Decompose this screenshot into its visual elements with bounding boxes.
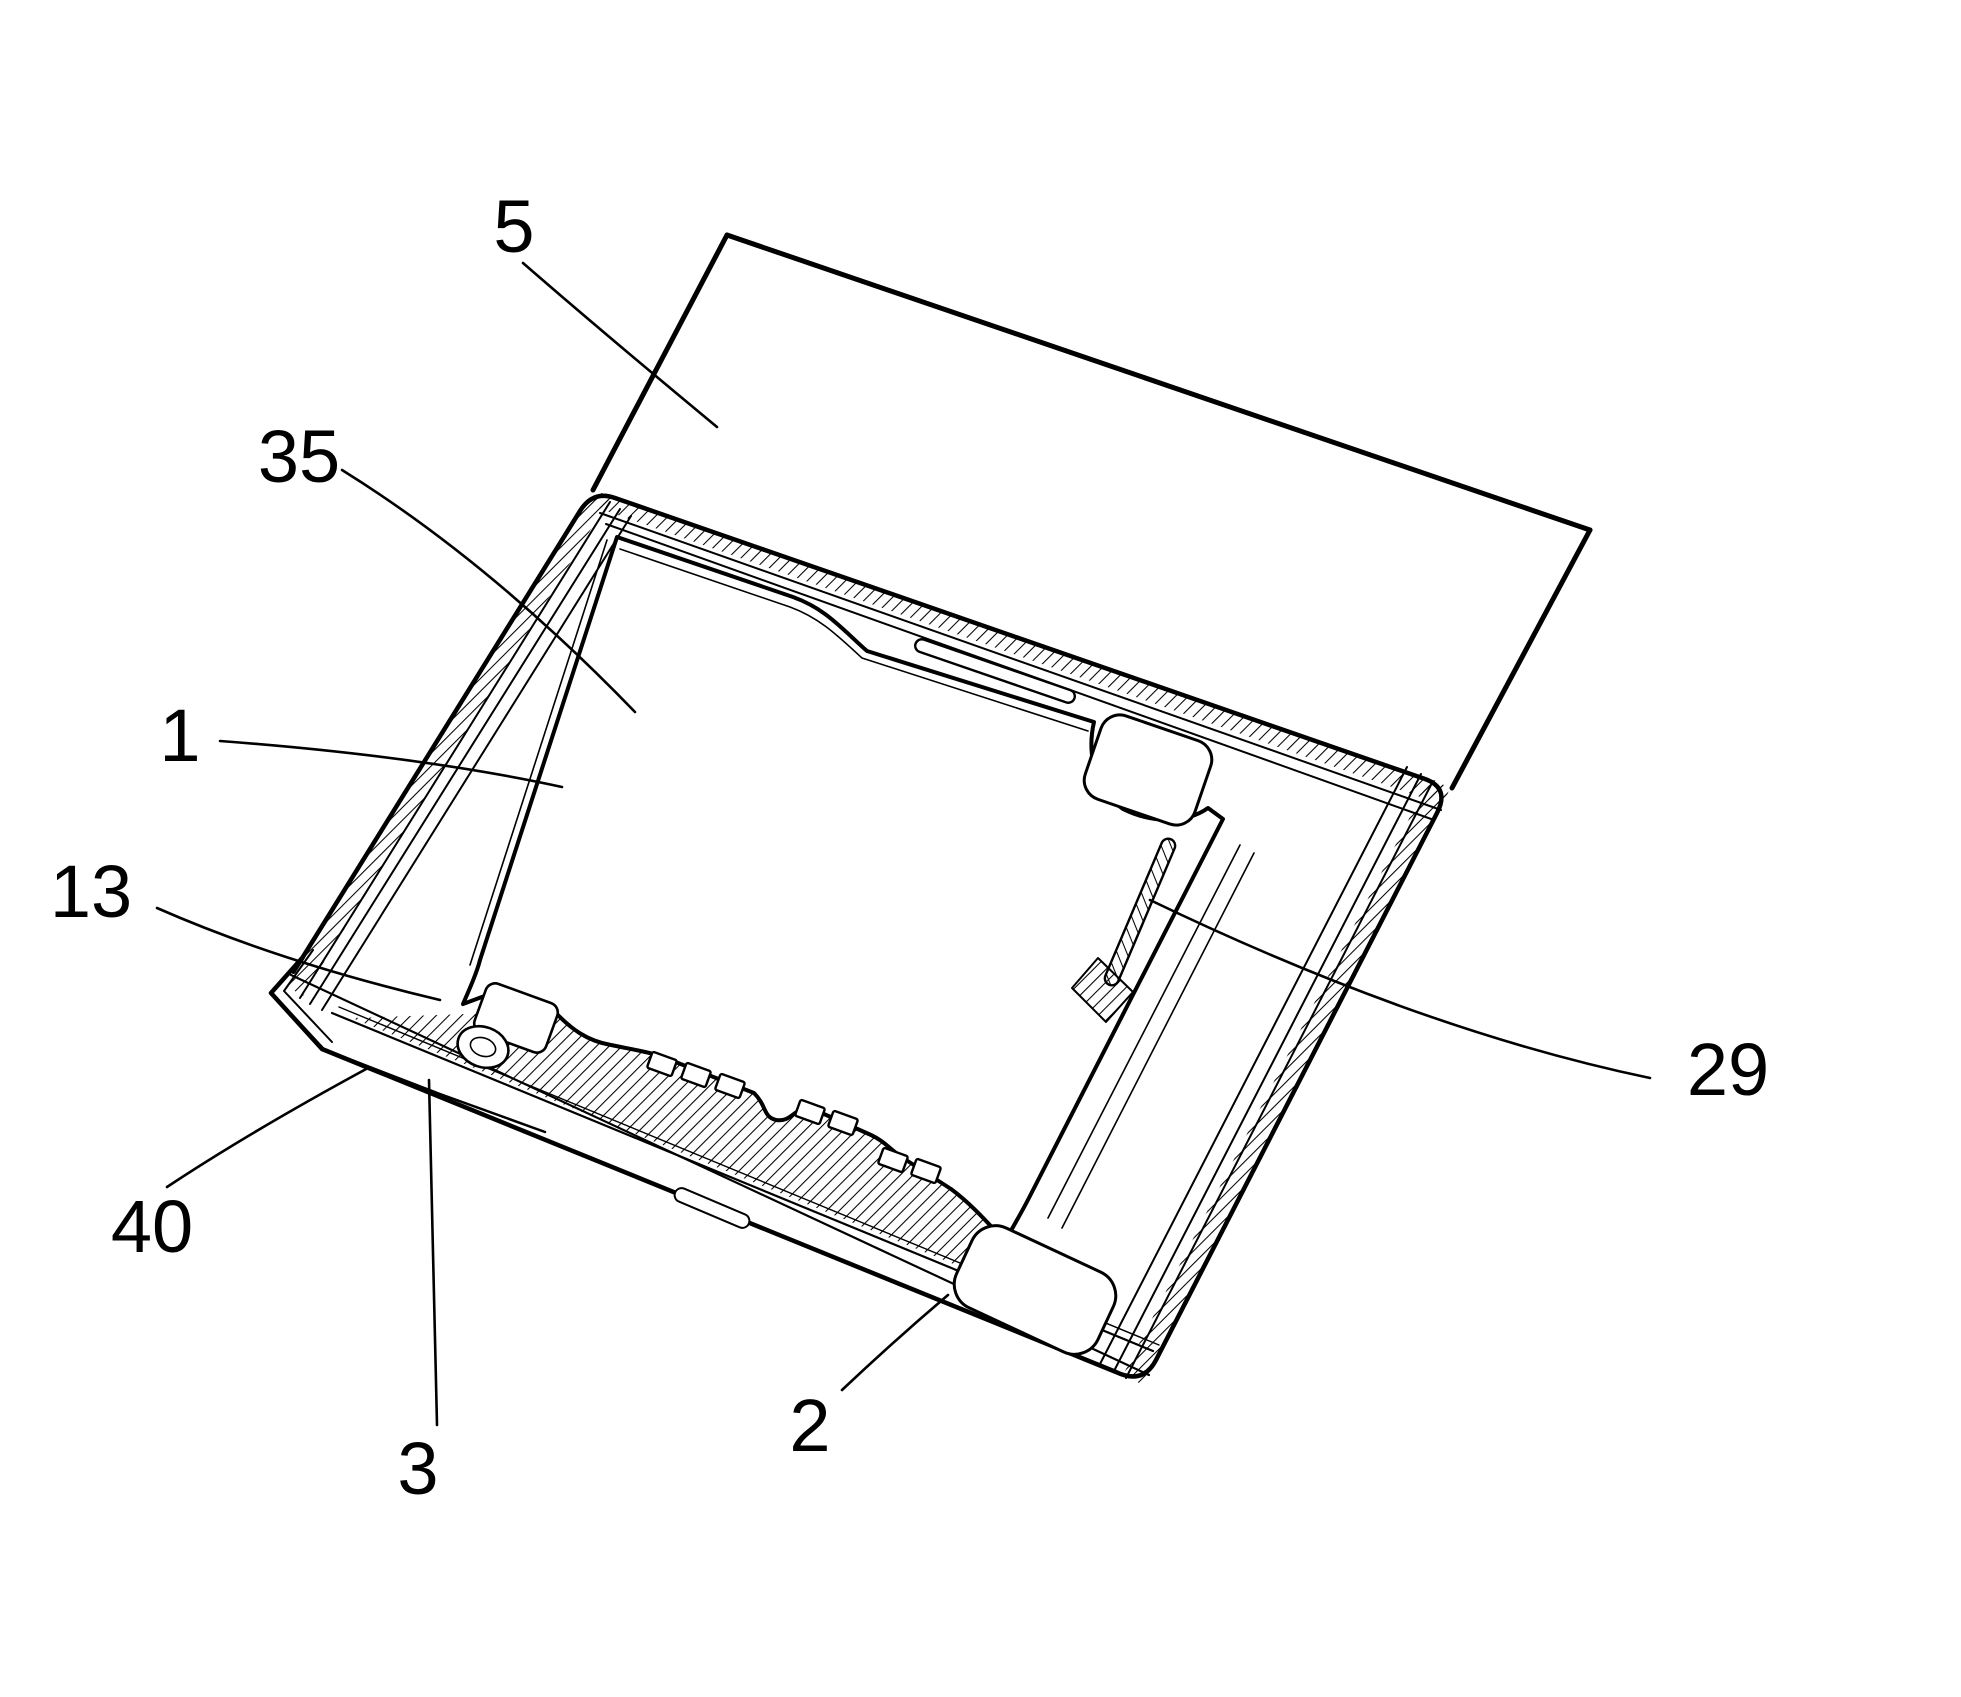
face-top-companion-line [619, 548, 1089, 732]
pocket-top-right [1082, 713, 1214, 827]
window-cutout [794, 1098, 826, 1126]
flange-slit [673, 1187, 751, 1229]
corner-boss-inner [469, 1036, 497, 1058]
rim-inner-line-right-2 [1113, 773, 1422, 1372]
leader-line-3 [427, 1078, 439, 1427]
pocket-bottom-right [952, 1224, 1118, 1356]
reference-annotations: 5 35 1 13 40 3 2 29 [50, 185, 1769, 1510]
rim-inner-line-left-3 [321, 515, 632, 1011]
channel-bridge [1071, 957, 1134, 1023]
leader-line-35 [340, 468, 637, 714]
corner-step-edge [321, 1047, 547, 1134]
ref-label-5: 5 [493, 185, 534, 268]
rim-inner-line-right-1 [1125, 780, 1434, 1379]
corner-chamfer-outer [269, 955, 325, 1051]
sheet-top-edge [724, 232, 1593, 533]
window-cutout [714, 1072, 746, 1100]
leader-line-2 [840, 1293, 950, 1392]
leader-line-1 [218, 739, 564, 789]
leader-line-40 [165, 1066, 370, 1189]
corner-boss [456, 1024, 510, 1070]
window-cutout [910, 1157, 942, 1185]
window-cutouts [646, 1050, 942, 1185]
window-cutout [827, 1109, 859, 1137]
sheet-right-edge [1449, 527, 1593, 791]
wave-wall [352, 1011, 1022, 1292]
ref-label-3: 3 [397, 1427, 438, 1510]
rim-inner-line-left-1 [299, 501, 611, 999]
rim-hatch-left [285, 490, 609, 996]
lidding-sheet-5 [590, 232, 1593, 791]
ref-label-1: 1 [159, 694, 200, 777]
channel-floor-line [1061, 852, 1255, 1229]
ref-label-35: 35 [258, 415, 340, 498]
leader-line-5 [521, 261, 719, 429]
window-cutout [680, 1061, 712, 1089]
main-face [456, 535, 1255, 1356]
leader-line-13 [155, 906, 442, 1002]
top-slit [914, 638, 1076, 704]
window-cutout [646, 1050, 678, 1078]
ref-label-40: 40 [111, 1185, 193, 1268]
ref-label-2: 2 [789, 1384, 830, 1467]
ref-label-29: 29 [1687, 1028, 1769, 1111]
window-cutout [877, 1146, 909, 1174]
face-left-companion-line [469, 539, 608, 966]
rim-hatch-top [593, 490, 1450, 805]
leader-line-29 [1148, 898, 1652, 1080]
rim-inner-line-right-3 [1099, 766, 1408, 1365]
ref-label-13: 13 [50, 850, 132, 933]
sheet-left-edge [590, 232, 730, 493]
rim-inner-line-left-2 [309, 508, 621, 1005]
wave-wall-hatch [352, 1011, 1022, 1292]
rim-hatch-right [1123, 778, 1450, 1385]
rim-inner-line-top-1 [599, 512, 1442, 811]
face-right-companion-line [1047, 844, 1241, 1219]
